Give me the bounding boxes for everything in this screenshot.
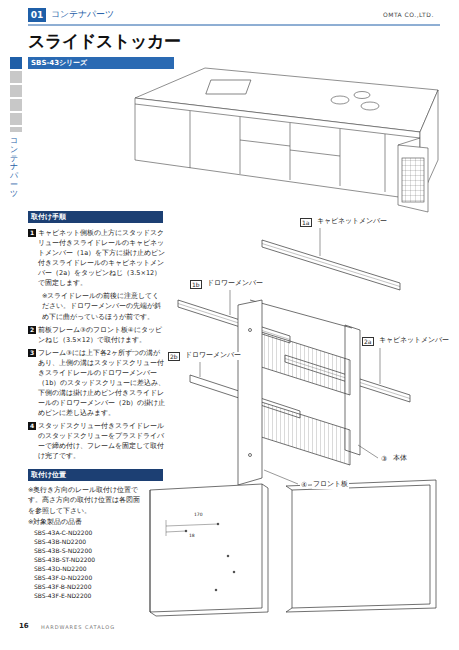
part-name: ドロワーメンバー bbox=[184, 352, 242, 360]
body-text: SBS-43B-S-ND2200 bbox=[34, 546, 146, 555]
body-text: ※スライドレールの前後に注意してください。ドロワーメンバーの先端が斜め下に曲がっ… bbox=[42, 291, 166, 321]
node-text: 2 bbox=[30, 327, 34, 333]
body-text: 前板フレーム③のフロント板④にタッピンねじ（3.5×12）で取付けます。 bbox=[38, 325, 166, 345]
callout-number: 2a bbox=[362, 337, 374, 346]
page-number: 16 bbox=[18, 622, 30, 630]
step-number: 1 bbox=[28, 229, 36, 237]
company-name: OMTA CO.,LTD. bbox=[382, 11, 435, 18]
series-band: SBS-43シリーズ bbox=[28, 57, 174, 69]
part-name: キャビネットメンバー bbox=[316, 218, 388, 226]
dimension: 18 bbox=[188, 533, 196, 538]
body-text: SBS-43F-D-ND2200 bbox=[34, 573, 146, 582]
chapter-name: コンテナパーツ bbox=[50, 9, 115, 20]
body-text: SBS-43A-C-ND2200 bbox=[34, 528, 146, 537]
node-text: 取付け手順 bbox=[31, 214, 66, 221]
body-text: フレーム③には上下各2ヶ所ずつの溝があり、上側の溝はスタッドスクリュー付きスライ… bbox=[38, 348, 166, 418]
body-text: SBS-43B-ST-ND2200 bbox=[34, 555, 146, 564]
callout-number: 1a bbox=[300, 218, 312, 227]
node-text: 01 bbox=[31, 11, 44, 20]
callout-number: 2b bbox=[168, 352, 180, 361]
side-tab: コンテナパーツ bbox=[10, 137, 18, 199]
step-number: 3 bbox=[28, 349, 36, 357]
body-text: SBS-43B-ND2200 bbox=[34, 537, 146, 546]
callout-number: ③ bbox=[380, 455, 388, 463]
part-name: 本体 bbox=[392, 455, 408, 463]
section-heading: 取付け手順 bbox=[28, 211, 163, 223]
body-text: ※対象製品の品番 bbox=[28, 518, 146, 528]
part-name: フロント板 bbox=[312, 481, 349, 489]
step-number: 4 bbox=[28, 422, 36, 430]
body-text: SBS-43D-ND2200 bbox=[34, 564, 146, 573]
step-number: 2 bbox=[28, 326, 36, 334]
node-text: SBS-43シリーズ bbox=[31, 60, 87, 67]
part-name: ドロワーメンバー bbox=[206, 280, 264, 288]
footer-text: HARDWARES CATALOG bbox=[40, 624, 116, 630]
body-text: スタッドスクリュー付きスライドレールのスタッドスクリューをプラスドライバーで締め… bbox=[38, 421, 166, 461]
callout-number: 1b bbox=[190, 280, 202, 289]
chapter-number: 01 bbox=[28, 8, 46, 22]
body-text: ※奥行き方向のレール取付け位置です。高さ方向の取付け位置は各図面を参照して下さい… bbox=[28, 485, 146, 515]
callout-number: ④ bbox=[300, 481, 308, 489]
node-text: 3 bbox=[30, 350, 34, 356]
dimension: 170 bbox=[193, 512, 204, 517]
section-heading: 取付け位置 bbox=[28, 469, 163, 481]
node-text: 1 bbox=[30, 230, 34, 236]
part-name: キャビネットメンバー bbox=[378, 337, 450, 345]
node-text: 4 bbox=[30, 423, 34, 429]
body-text: SBS-43F-E-ND2200 bbox=[34, 591, 146, 600]
page-title: スライドストッカー bbox=[28, 31, 181, 51]
node-text: 取付け位置 bbox=[31, 472, 66, 479]
body-text: キャビネット側板の上方にスタッドスクリュー付きスライドレールのキャビネットメンバ… bbox=[38, 228, 166, 288]
body-text: SBS-43F-B-ND2200 bbox=[34, 582, 146, 591]
